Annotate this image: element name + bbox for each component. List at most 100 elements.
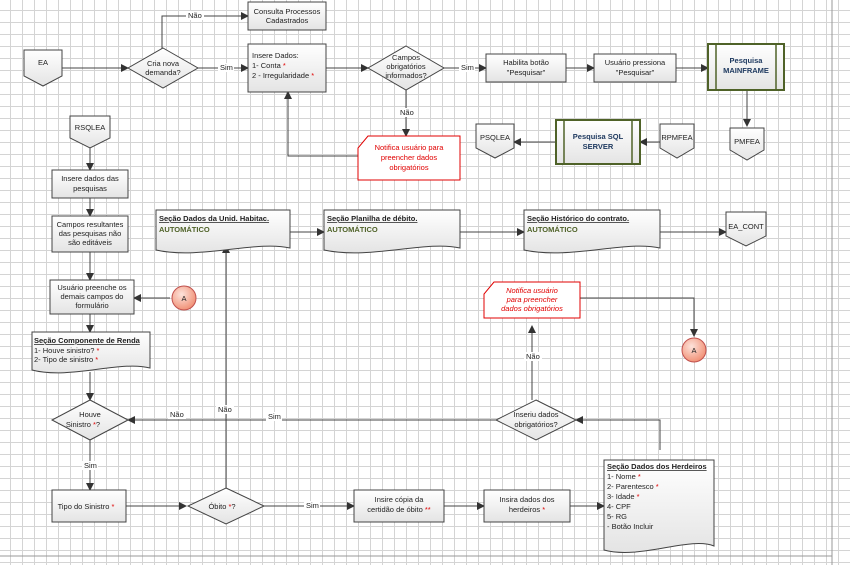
herdeiros-item: 5- RG <box>607 512 627 521</box>
node-rsqlea-label: RSQLEA <box>75 123 105 132</box>
notify-mid-line2: para preencher <box>506 295 558 304</box>
svg-text:1- Houve sinistro? *: 1- Houve sinistro? * <box>34 346 100 355</box>
process-usuario-preenche[interactable]: Usuário preenche os demais campos do for… <box>49 279 135 315</box>
edge-label-sim: Sim <box>461 63 474 72</box>
decision-cria-demanda[interactable]: Cria nova demanda? <box>126 47 200 89</box>
secao-herdeiros-title: Seção Dados dos Herdeiros <box>607 462 707 471</box>
process-consulta[interactable]: Consulta Processos Cadastrados <box>247 1 327 31</box>
herdeiros-line2: herdeiros <box>509 505 541 514</box>
sql-line1: Pesquisa SQL <box>573 132 624 141</box>
subprocess-pesquisa-mainframe[interactable]: Pesquisa MAINFRAME <box>707 43 785 91</box>
decision-inseriu-dados[interactable]: Inseriu dados obrigatórios? <box>494 399 578 441</box>
required-asterisk: * <box>637 492 640 501</box>
process-consulta-line2: Cadastrados <box>266 16 309 25</box>
sql-line2: SERVER <box>583 142 614 151</box>
required-asterisk: * <box>542 505 545 514</box>
connector-a-right[interactable]: A <box>681 337 707 363</box>
required-asterisk: * <box>656 482 659 491</box>
edge-label-nao: Não <box>526 352 540 361</box>
required-asterisk: * <box>97 346 100 355</box>
decision-campos-obrigatorios[interactable]: Campos obrigatórios informados? <box>367 45 445 91</box>
inseriu-line1: Inseriu dados <box>513 410 558 419</box>
obito-label: Óbito <box>208 502 226 511</box>
document-secao-planilha[interactable]: Seção Planilha de débito. AUTOMÁTICO <box>323 209 461 254</box>
insere-dados-title: Insere Dados: <box>252 51 299 60</box>
node-rpmfea[interactable]: RPMFEA <box>659 123 695 159</box>
tipo-sinistro-label: Tipo do Sinistro <box>58 502 110 511</box>
required-asterisk: * <box>311 71 314 80</box>
preenche-line2: demais campos do <box>61 292 124 301</box>
secao-renda-line1: 1- Houve sinistro? <box>34 346 94 355</box>
required-asterisk: * <box>425 505 428 514</box>
notify-user-mid[interactable]: Notifica usuário para preencher dados ob… <box>483 281 581 319</box>
process-habilita-botao[interactable]: Habilita botão "Pesquisar" <box>485 53 567 83</box>
decision-cria-demanda-line1: Cria nova <box>147 59 180 68</box>
notify-top-line3: obrigatórios <box>389 163 428 172</box>
edge-label-nao: Não <box>188 11 202 20</box>
edge-label-nao: Não <box>218 405 232 414</box>
secao-renda-line2: 2- Tipo de sinistro <box>34 355 93 364</box>
svg-text:Tipo do Sinistro *: Tipo do Sinistro * <box>58 502 115 511</box>
notify-mid-line1: Notifica usuário <box>506 286 558 295</box>
decision-cria-demanda-line2: demanda? <box>145 68 180 77</box>
herdeiros-item: - Botão Incluir <box>607 522 654 531</box>
campos-result-line1: Campos resultantes <box>57 220 124 229</box>
edge-labels: Não Sim Sim Não Sim Não Sim Não Não Sim <box>82 11 542 510</box>
herdeiros-item: 2- Parentesco <box>607 482 654 491</box>
connectors <box>62 12 751 510</box>
connector-a-label: A <box>181 294 186 303</box>
insere-dados-line2: 2 - Irregularidade <box>252 71 309 80</box>
campos-result-line3: são editáveis <box>68 238 112 247</box>
node-ea[interactable]: EA <box>23 49 63 87</box>
process-insira-herdeiros[interactable]: Insira dados dos herdeiros * <box>483 489 571 523</box>
secao-planilha-sub: AUTOMÁTICO <box>327 225 378 234</box>
process-insere-pesquisas[interactable]: Insere dados das pesquisas <box>51 169 129 199</box>
pressiona-line1: Usuário pressiona <box>605 58 666 67</box>
document-secao-herdeiros[interactable]: Seção Dados dos Herdeiros 1- Nome * 2- P… <box>603 459 715 553</box>
mainframe-line1: Pesquisa <box>730 56 764 65</box>
mainframe-line2: MAINFRAME <box>723 66 769 75</box>
decision-houve-sinistro[interactable]: Houve Sinistro *? <box>50 399 130 441</box>
notify-mid-line3: dados obrigatórios <box>501 304 563 313</box>
document-secao-historico[interactable]: Seção Histórico do contrato. AUTOMÁTICO <box>523 209 661 254</box>
edge-label-sim: Sim <box>268 412 281 421</box>
process-campos-resultantes[interactable]: Campos resultantes das pesquisas não são… <box>51 215 129 253</box>
required-asterisk: * <box>93 420 96 429</box>
node-ea-label: EA <box>38 58 48 67</box>
document-secao-renda[interactable]: Seção Componente de Renda 1- Houve sinis… <box>31 331 151 374</box>
svg-text:2- Tipo de sinistro *: 2- Tipo de sinistro * <box>34 355 98 364</box>
edge-label-nao: Não <box>170 410 184 419</box>
process-usuario-pressiona[interactable]: Usuário pressiona "Pesquisar" <box>593 53 677 83</box>
node-psqlea[interactable]: PSQLEA <box>475 123 515 159</box>
notify-top-line1: Notifica usuário para <box>375 143 445 152</box>
notify-top-line2: preencher dados <box>381 153 438 162</box>
process-insere-dados[interactable]: Insere Dados: 1- Conta * 2 - Irregularid… <box>247 43 327 93</box>
edge-label-sim: Sim <box>306 501 319 510</box>
connector-a-left[interactable]: A <box>171 285 197 311</box>
node-ea-cont[interactable]: EA_CONT <box>725 211 767 247</box>
decision-campos-line3: informados? <box>385 71 426 80</box>
subprocess-pesquisa-sql[interactable]: Pesquisa SQL SERVER <box>555 119 641 165</box>
houve-sinistro-line2: Sinistro <box>66 420 91 429</box>
decision-campos-line1: Campos <box>392 53 420 62</box>
houve-sinistro-line1: Houve <box>79 410 101 419</box>
secao-unid-title: Seção Dados da Unid. Habitac. <box>159 214 269 223</box>
habilita-line1: Habilita botão <box>503 58 549 67</box>
herdeiros-item: 1- Nome <box>607 472 636 481</box>
secao-unid-sub: AUTOMÁTICO <box>159 225 210 234</box>
insere-pesquisas-line2: pesquisas <box>73 184 107 193</box>
process-tipo-sinistro[interactable]: Tipo do Sinistro * <box>51 489 127 523</box>
certidao-line2: certidão de óbito <box>367 505 422 514</box>
document-secao-unid[interactable]: Seção Dados da Unid. Habitac. AUTOMÁTICO <box>155 209 291 254</box>
process-insere-certidao[interactable]: Insire cópia da certidão de óbito ** <box>353 489 445 523</box>
decision-obito[interactable]: Óbito *? <box>186 487 266 525</box>
notify-user-top[interactable]: Notifica usuário para preencher dados ob… <box>357 135 461 181</box>
node-rsqlea[interactable]: RSQLEA <box>69 115 111 149</box>
edge-label-nao: Não <box>400 108 414 117</box>
preenche-line1: Usuário preenche os <box>57 283 126 292</box>
node-pmfea[interactable]: PMFEA <box>729 127 765 161</box>
svg-text:2 - Irregularidade *: 2 - Irregularidade * <box>252 71 314 80</box>
connector-a-label: A <box>691 346 696 355</box>
svg-text:1- Nome *: 1- Nome * <box>607 472 641 481</box>
